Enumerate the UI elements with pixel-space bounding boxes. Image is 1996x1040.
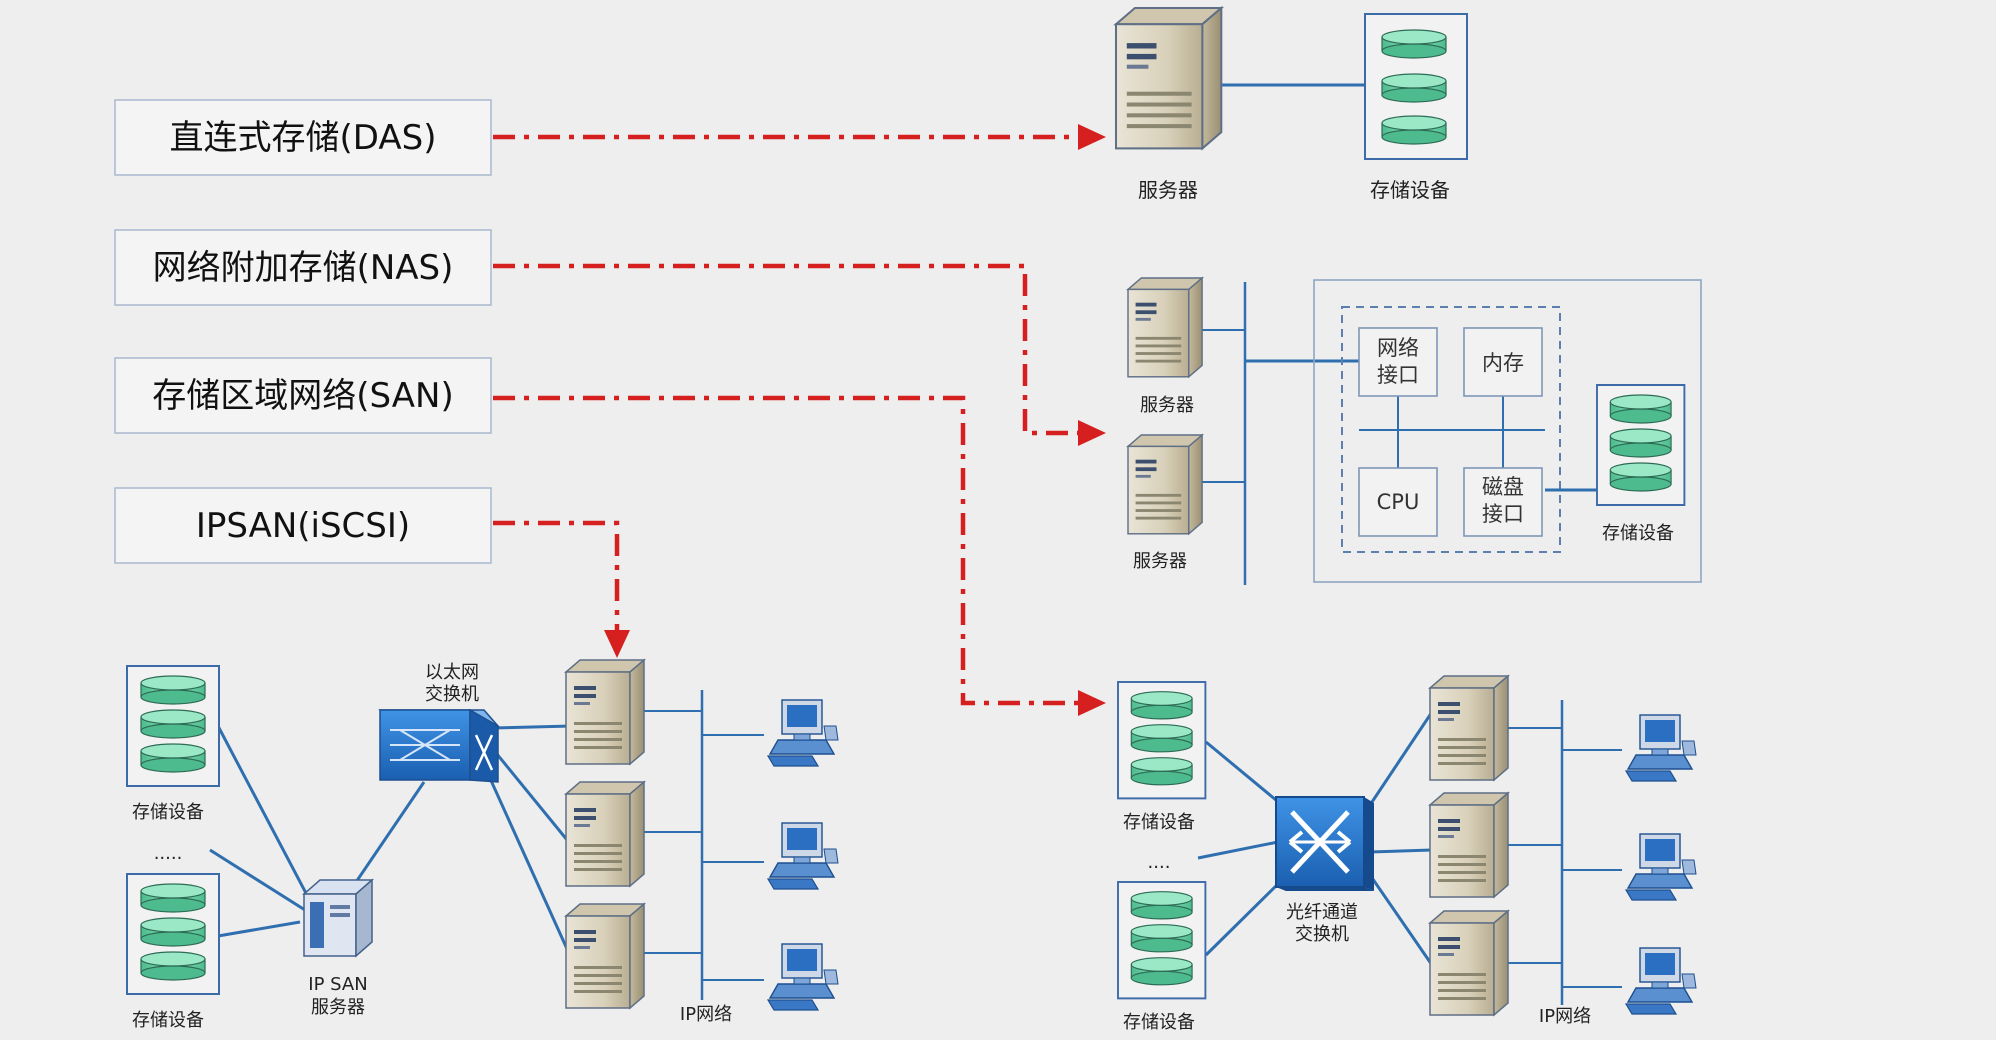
label-ipsan-text: IPSAN(iSCSI) (196, 506, 410, 546)
san-client-pc-3-icon (1625, 947, 1697, 1015)
ipsan-server-icon (302, 878, 374, 958)
das-server-icon (1114, 6, 1223, 150)
network-interface-label-1: 网络 (1377, 336, 1419, 360)
arrow-ipsan (493, 520, 630, 658)
fibre-channel-switch-caption-1: 光纤通道 (1286, 902, 1358, 923)
fibre-channel-switch-caption-2: 交换机 (1295, 924, 1349, 945)
ipsan-section: 存储设备 ..... 存储设备 IP SAN 服务器 以太网 交换机 (127, 659, 839, 1031)
ethernet-switch-caption-1: 以太网 (425, 662, 479, 683)
label-nas-text: 网络附加存储(NAS) (153, 248, 454, 288)
network-interface-box (1358, 327, 1438, 397)
ipsan-server-caption-1: IP SAN (308, 974, 367, 995)
ipsan-ellipsis: ..... (154, 843, 183, 864)
cpu-box (1358, 467, 1438, 537)
nas-storage-caption: 存储设备 (1602, 523, 1674, 544)
ethernet-switch-caption-2: 交换机 (425, 684, 479, 705)
label-san-text: 存储区域网络(SAN) (152, 376, 453, 416)
ipsan-ip-network-caption: IP网络 (680, 1004, 732, 1025)
ethernet-switch-icon (378, 708, 500, 783)
das-storage-caption: 存储设备 (1370, 178, 1450, 202)
disk-interface-label-1: 磁盘 (1482, 475, 1524, 499)
san-app-server-3-icon (1429, 910, 1509, 1016)
memory-label: 内存 (1482, 351, 1524, 375)
das-server-caption: 服务器 (1138, 178, 1198, 202)
label-das-text: 直连式存储(DAS) (170, 118, 437, 158)
nas-server-1-icon (1127, 277, 1203, 378)
ipsan-storage-2-caption: 存储设备 (132, 1010, 204, 1031)
nas-section: 服务器 服务器 网络 接口 内存 CPU 磁盘 接口 存储设备 (1127, 277, 1702, 585)
ipsan-app-server-1-icon (565, 659, 645, 765)
disk-interface-label-2: 接口 (1482, 502, 1524, 526)
ipsan-app-server-2-icon (565, 781, 645, 887)
san-ellipsis: .... (1148, 852, 1171, 873)
ipsan-storage-1-caption: 存储设备 (132, 802, 204, 823)
san-app-server-1-icon (1429, 675, 1509, 781)
disk-interface-box (1463, 467, 1543, 537)
nas-server-2-caption: 服务器 (1133, 551, 1187, 572)
nas-server-2-icon (1127, 434, 1203, 535)
cpu-label: CPU (1377, 490, 1420, 514)
das-section: 服务器 存储设备 (1114, 6, 1468, 202)
san-section: 存储设备 .... 存储设备 光纤通道 交换机 IP网络 (1118, 675, 1697, 1033)
ipsan-app-server-3-icon (565, 903, 645, 1009)
ipsan-storage-1-icon (127, 666, 219, 786)
network-interface-label-2: 接口 (1377, 363, 1419, 387)
nas-storage-icon (1597, 385, 1684, 505)
label-das: 直连式存储(DAS) (114, 99, 492, 176)
fibre-channel-switch-icon (1275, 796, 1374, 891)
ipsan-server-caption-2: 服务器 (311, 997, 365, 1018)
nas-server-1-caption: 服务器 (1140, 395, 1194, 416)
san-app-server-2-icon (1429, 792, 1509, 898)
ipsan-client-pc-1-icon (767, 699, 839, 767)
nas-device-panel (1313, 279, 1702, 583)
label-ipsan: IPSAN(iSCSI) (114, 487, 492, 564)
ipsan-client-pc-3-icon (767, 943, 839, 1011)
arrow-das (493, 124, 1106, 150)
san-storage-2-caption: 存储设备 (1123, 1012, 1195, 1033)
san-client-pc-1-icon (1625, 714, 1697, 782)
san-storage-1-icon (1118, 682, 1205, 798)
san-storage-1-caption: 存储设备 (1123, 812, 1195, 833)
label-san: 存储区域网络(SAN) (114, 357, 492, 434)
nas-controller-panel (1341, 306, 1561, 553)
ipsan-client-pc-2-icon (767, 822, 839, 890)
san-client-pc-2-icon (1625, 833, 1697, 901)
san-storage-2-icon (1118, 882, 1205, 998)
arrow-nas (493, 263, 1106, 446)
label-nas: 网络附加存储(NAS) (114, 229, 492, 306)
ipsan-storage-2-icon (127, 874, 219, 994)
arrow-san (493, 395, 1106, 716)
memory-box (1463, 327, 1543, 397)
san-ip-network-caption: IP网络 (1539, 1006, 1591, 1027)
